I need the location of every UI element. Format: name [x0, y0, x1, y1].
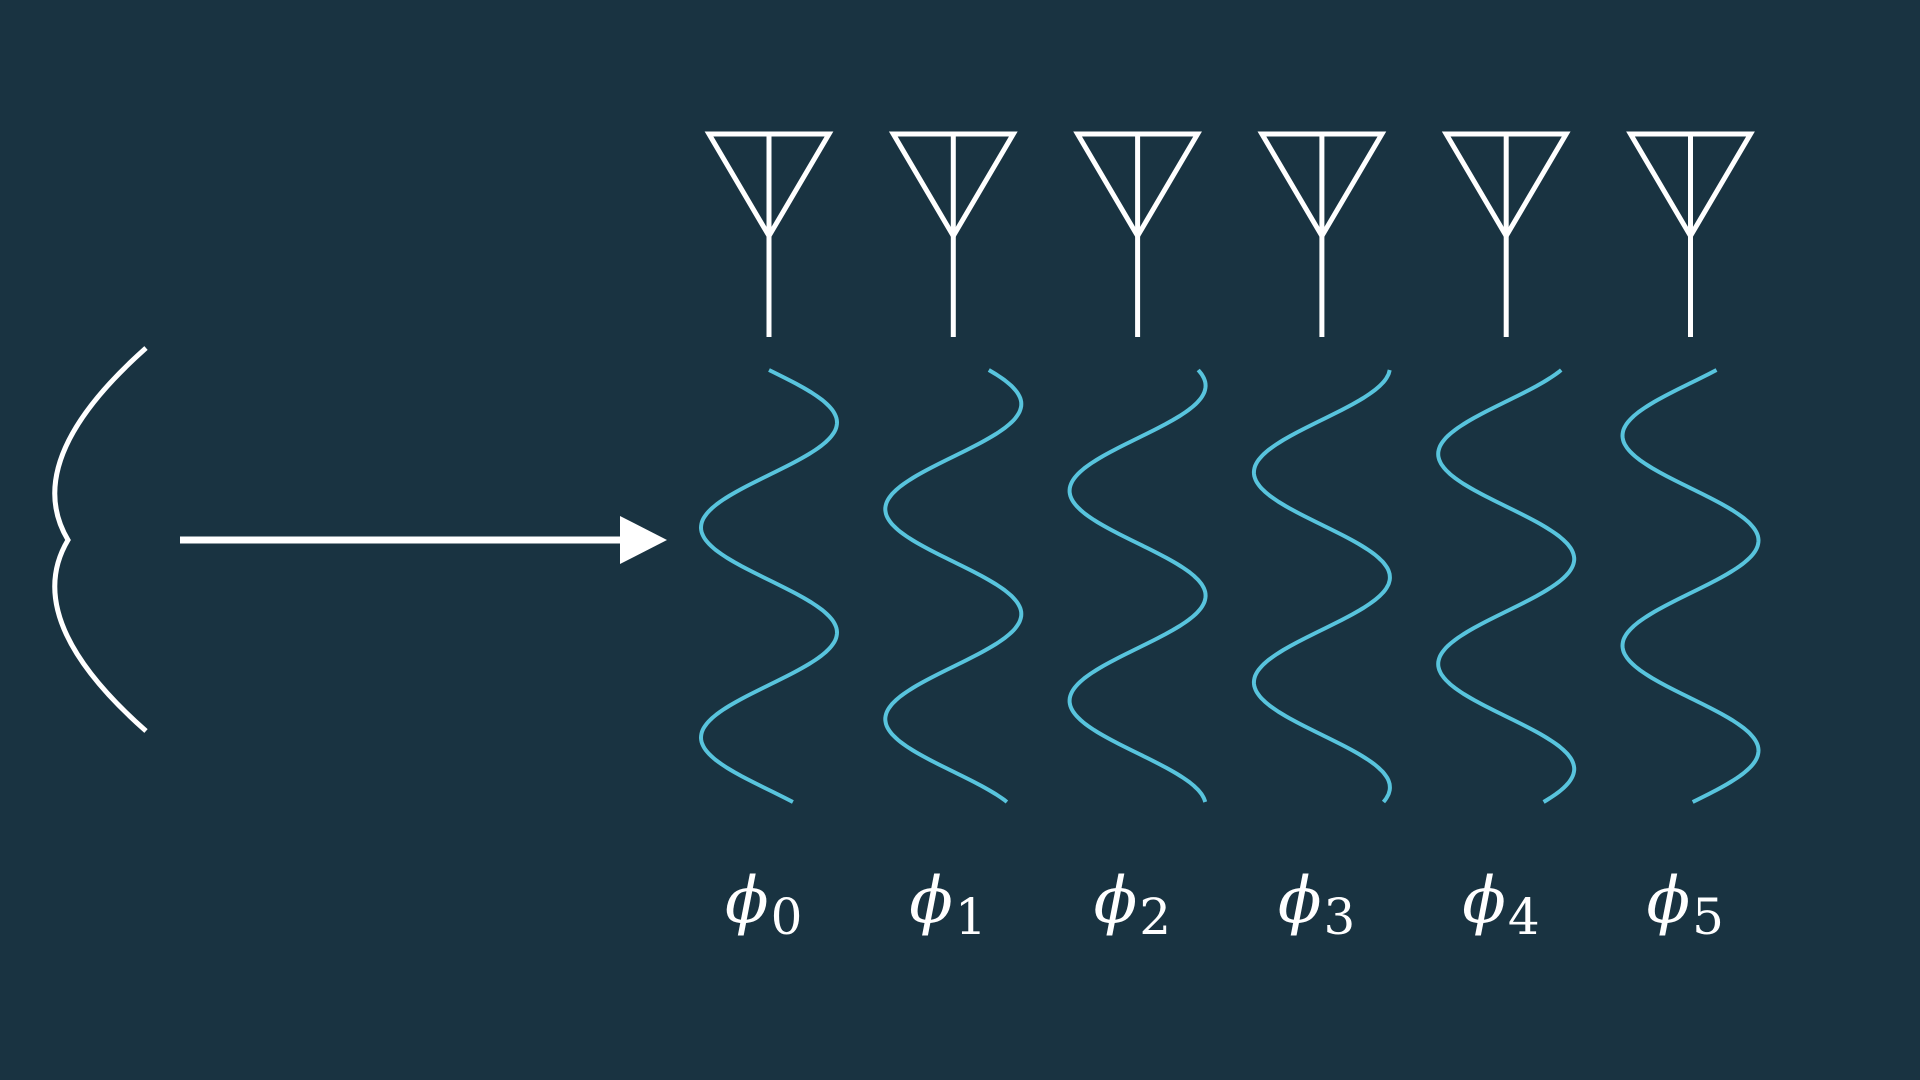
phase-subscript: 1: [955, 888, 987, 946]
phase-subscript: 3: [1324, 888, 1356, 946]
antenna-icon: [1626, 131, 1755, 337]
antenna-icon: [704, 131, 834, 337]
phase-symbol: ϕ: [909, 864, 953, 938]
antenna-icon: [1257, 131, 1387, 337]
antenna-icon: [888, 131, 1018, 337]
wave-5: [1620, 368, 1761, 804]
wave-4: [1436, 368, 1577, 804]
phase-label-4: ϕ4: [1462, 864, 1539, 946]
wavefront-arc-icon: [52, 346, 148, 733]
phase-label-5: ϕ5: [1647, 864, 1724, 946]
phase-symbol: ϕ: [1278, 864, 1322, 938]
phase-label-2: ϕ2: [1094, 864, 1171, 946]
phase-subscript: 0: [771, 888, 803, 946]
antenna-icon: [1073, 131, 1202, 337]
phase-symbol: ϕ: [1647, 864, 1691, 938]
phase-subscript: 5: [1692, 888, 1724, 946]
phase-label-0: ϕ0: [725, 864, 802, 946]
wave-0: [698, 368, 840, 804]
arrow-right-icon: [180, 516, 667, 564]
wave-3: [1251, 369, 1392, 804]
wave-array: [698, 368, 1761, 804]
phase-subscript: 2: [1139, 888, 1171, 946]
wave-2: [1067, 368, 1208, 803]
phase-symbol: ϕ: [725, 864, 769, 938]
phase-label-1: ϕ1: [909, 864, 986, 946]
phase-subscript: 4: [1508, 888, 1540, 946]
phase-label-3: ϕ3: [1278, 864, 1355, 946]
antenna-array: [704, 131, 1755, 337]
phase-symbol: ϕ: [1462, 864, 1506, 938]
wave-1: [883, 368, 1024, 804]
antenna-icon: [1441, 131, 1571, 337]
phase-symbol: ϕ: [1094, 864, 1138, 938]
